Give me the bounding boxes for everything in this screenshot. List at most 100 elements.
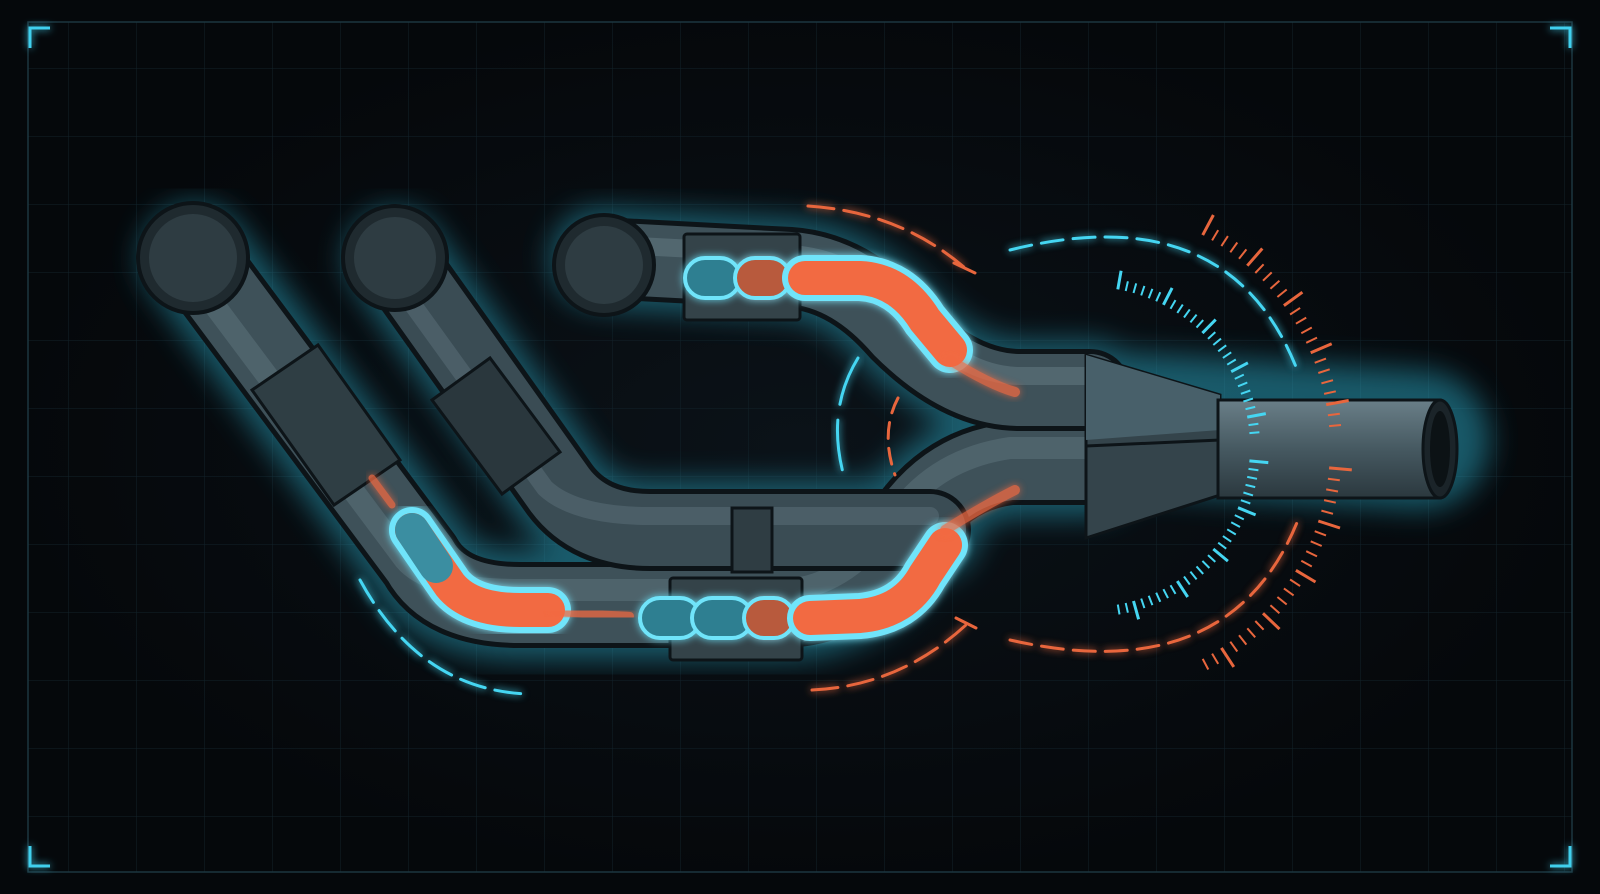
gauge-tick <box>1254 620 1265 631</box>
inlet-3-flange <box>552 213 656 317</box>
gauge-tick <box>1169 584 1177 595</box>
gauge-tick <box>1207 331 1216 340</box>
gauge-tick <box>1295 569 1317 584</box>
gauge-tick <box>1222 351 1232 359</box>
pulse-gauge-ticks <box>1116 214 1352 670</box>
arc-upper-orange <box>806 204 967 270</box>
gauge-tick <box>1220 647 1236 668</box>
gauge-tick <box>1147 595 1154 606</box>
gauge-tick <box>1327 412 1340 417</box>
flow-capsule <box>742 596 796 640</box>
gauge-tick <box>1116 270 1123 290</box>
gauge-tick <box>1327 477 1340 482</box>
gauge-tick <box>1262 271 1273 282</box>
gauge-tick <box>1229 241 1239 253</box>
gauge-tick <box>1237 381 1248 388</box>
gauge-tick <box>1183 575 1191 586</box>
gauge-tick <box>1289 578 1301 587</box>
gauge-tick <box>1124 602 1129 613</box>
gauge-tick <box>1140 598 1146 609</box>
gauge-tick <box>1116 604 1121 615</box>
flow-capsules-lower-right <box>638 522 968 641</box>
flow-trails <box>368 355 1020 620</box>
inlet-2-joint <box>730 506 774 574</box>
gauge-tick <box>1246 247 1264 267</box>
gauge-tick <box>1176 580 1189 598</box>
gauge-tick <box>1237 506 1257 517</box>
gauge-tick <box>1325 399 1349 407</box>
gauge-tick <box>1162 287 1174 306</box>
gauge-tick <box>1147 288 1154 299</box>
corner-bracket-top-right <box>1550 26 1572 48</box>
gauge-tick <box>1249 431 1260 435</box>
gauge-tick <box>1310 342 1333 355</box>
gauge-tick <box>1248 422 1259 427</box>
gauge-tick <box>1162 588 1169 599</box>
gauge-tick <box>1189 570 1198 581</box>
gauge-tick <box>1176 304 1184 314</box>
gauge-tick <box>1124 281 1129 292</box>
gauge-tick <box>1230 361 1249 374</box>
gauge-tick <box>1240 499 1251 505</box>
inlet-2-flange <box>341 204 449 312</box>
gauge-tick <box>1326 488 1339 493</box>
inlet-1-flange <box>136 201 250 315</box>
gauge-tick <box>1222 535 1232 543</box>
gauge-tick <box>1314 357 1327 364</box>
gauge-tick <box>1201 560 1211 569</box>
gauge-tick <box>1261 612 1281 631</box>
gauge-tick <box>1295 316 1307 325</box>
arc-lower-left-cyan <box>358 578 530 696</box>
inlet-2-coupling <box>429 355 563 497</box>
gauge-tick <box>1211 229 1220 241</box>
gauge-tick <box>1230 521 1241 528</box>
corner-bracket-bottom-right <box>1550 846 1572 868</box>
gauge-tick <box>1238 248 1248 260</box>
gauge-tick <box>1269 604 1281 614</box>
gauge-tick <box>1155 291 1162 302</box>
corner-brackets <box>28 26 1572 868</box>
corner-bracket-bottom-left <box>28 846 50 868</box>
gauge-tick <box>1132 600 1141 620</box>
gauge-tick <box>1317 519 1341 530</box>
gauge-tick <box>1248 467 1259 472</box>
gauge-tick <box>1328 466 1352 472</box>
gauge-tick <box>1234 514 1245 521</box>
arc-inner-orange <box>886 396 900 477</box>
gauge-tick <box>1323 390 1337 395</box>
gauge-tick <box>1140 285 1146 296</box>
gauge-tick <box>1329 424 1342 428</box>
gauge-tick <box>1201 658 1210 670</box>
inlet-pipe-2 <box>354 217 971 571</box>
gauge-tick <box>1247 475 1258 480</box>
flow-capsule <box>683 256 742 300</box>
gauge-tick <box>1240 389 1251 395</box>
gauge-tick <box>1212 547 1229 563</box>
arc-outer-cyan <box>1008 235 1300 374</box>
gauge-tick <box>1189 313 1198 324</box>
gauge-tick <box>1300 559 1313 568</box>
pulse-arcs <box>358 204 1300 696</box>
gauge-tick <box>1155 592 1162 603</box>
corner-bracket-top-left <box>28 26 50 48</box>
gauge-tick <box>1246 627 1256 638</box>
gauge-tick <box>1276 596 1288 606</box>
gauge-tick <box>1283 290 1304 307</box>
flow-capsules-lower-left <box>389 507 571 633</box>
gauge-tick <box>1217 344 1227 353</box>
gauge-tick <box>1207 554 1216 563</box>
gauge-tick <box>1283 587 1295 597</box>
gauge-tick <box>1220 235 1229 247</box>
gauge-tick <box>1234 373 1245 380</box>
flow-capsules-upper <box>683 255 973 373</box>
gauge-tick <box>1254 263 1265 274</box>
gauge-tick <box>1183 308 1191 319</box>
gauge-tick <box>1226 528 1237 536</box>
arc-outer-orange <box>1008 518 1300 653</box>
inlet-1-coupling <box>249 342 403 508</box>
gauge-tick <box>1201 318 1217 335</box>
gauge-tick <box>1300 326 1313 335</box>
arc-inner-cyan <box>836 356 860 482</box>
gauge-tick <box>1321 509 1334 515</box>
